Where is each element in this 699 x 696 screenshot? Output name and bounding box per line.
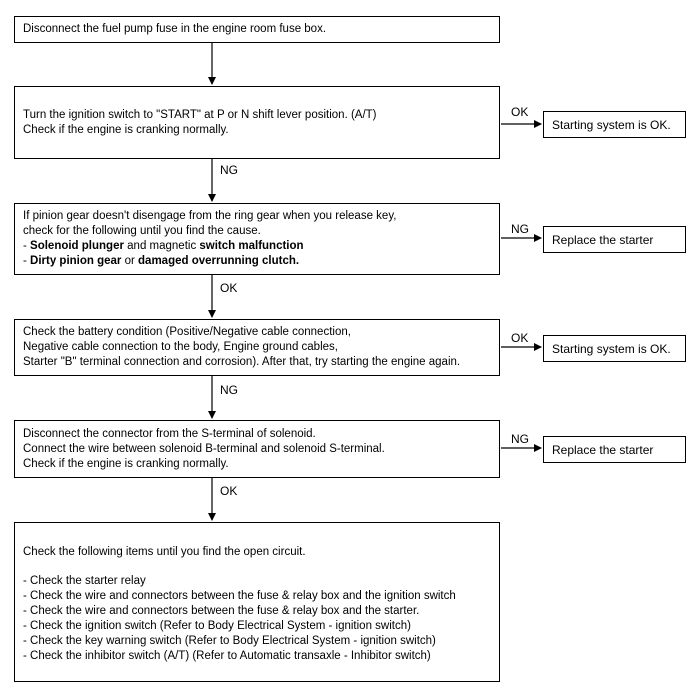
step2-box: Turn the ignition switch to "START" at P… <box>14 86 500 159</box>
step6-item: - Check the wire and connectors between … <box>23 605 420 617</box>
step3-line: check for the following until you find t… <box>23 225 261 237</box>
step2-line: Turn the ignition switch to "START" at P… <box>23 108 377 121</box>
step5-line: Disconnect the connector from the S-term… <box>23 427 316 440</box>
step4-ng-label: NG <box>220 383 238 397</box>
step4-line: Negative cable connection to the body, E… <box>23 341 338 353</box>
step6-intro: Check the following items until you find… <box>23 546 306 558</box>
step1-text: Disconnect the fuel pump fuse in the eng… <box>23 23 327 35</box>
step4-box: Check the battery condition (Positive/Ne… <box>14 319 500 376</box>
step3-item-bold: damaged overrunning clutch. <box>138 255 300 267</box>
step2-ng-label: NG <box>220 163 238 177</box>
step6-item: - Check the inhibitor switch (A/T) (Refe… <box>23 650 431 662</box>
step1-box: Disconnect the fuel pump fuse in the eng… <box>14 16 500 43</box>
step6-box: Check the following items until you find… <box>14 522 500 682</box>
step3-item-bold: Dirty pinion gear <box>30 255 122 267</box>
step5-ng-result: Replace the starter <box>552 442 654 457</box>
step3-ng-result: Replace the starter <box>552 232 654 247</box>
step6-item: - Check the key warning switch (Refer to… <box>23 635 436 647</box>
step5-ng-label: NG <box>511 432 529 446</box>
step3-ng-result-box: Replace the starter <box>543 226 686 253</box>
step3-line: If pinion gear doesn't disengage from th… <box>23 210 397 222</box>
step5-ok-label: OK <box>220 484 238 498</box>
step3-item: - Dirty pinion gear or damaged overrunni… <box>23 255 300 267</box>
step6-item: - Check the ignition switch (Refer to Bo… <box>23 620 411 632</box>
step4-ok-result: Starting system is OK. <box>552 341 671 356</box>
step4-ok-label: OK <box>511 331 529 345</box>
step6-item: - Check the wire and connectors between … <box>23 590 456 602</box>
step2-ok-result: Starting system is OK. <box>552 117 671 132</box>
step5-ng-result-box: Replace the starter <box>543 436 686 463</box>
step5-line: Check if the engine is cranking normally… <box>23 457 229 470</box>
step2-ok-label: OK <box>511 105 529 119</box>
step2-ok-result-box: Starting system is OK. <box>543 111 686 138</box>
step4-ok-result-box: Starting system is OK. <box>543 335 686 362</box>
step5-box: Disconnect the connector from the S-term… <box>14 420 500 478</box>
step5-line: Connect the wire between solenoid B-term… <box>23 442 385 455</box>
step6-item: - Check the starter relay <box>23 575 146 587</box>
step3-ok-label: OK <box>220 281 238 295</box>
step3-ng-label: NG <box>511 222 529 236</box>
step3-item-bold: Solenoid plunger <box>30 240 124 252</box>
step3-item: - Solenoid plunger and magnetic switch m… <box>23 240 304 252</box>
step4-line: Check the battery condition (Positive/Ne… <box>23 326 351 338</box>
step3-box: If pinion gear doesn't disengage from th… <box>14 203 500 275</box>
step2-line: Check if the engine is cranking normally… <box>23 123 229 136</box>
step3-item-bold: switch malfunction <box>199 240 304 252</box>
step4-line: Starter "B" terminal connection and corr… <box>23 356 461 368</box>
